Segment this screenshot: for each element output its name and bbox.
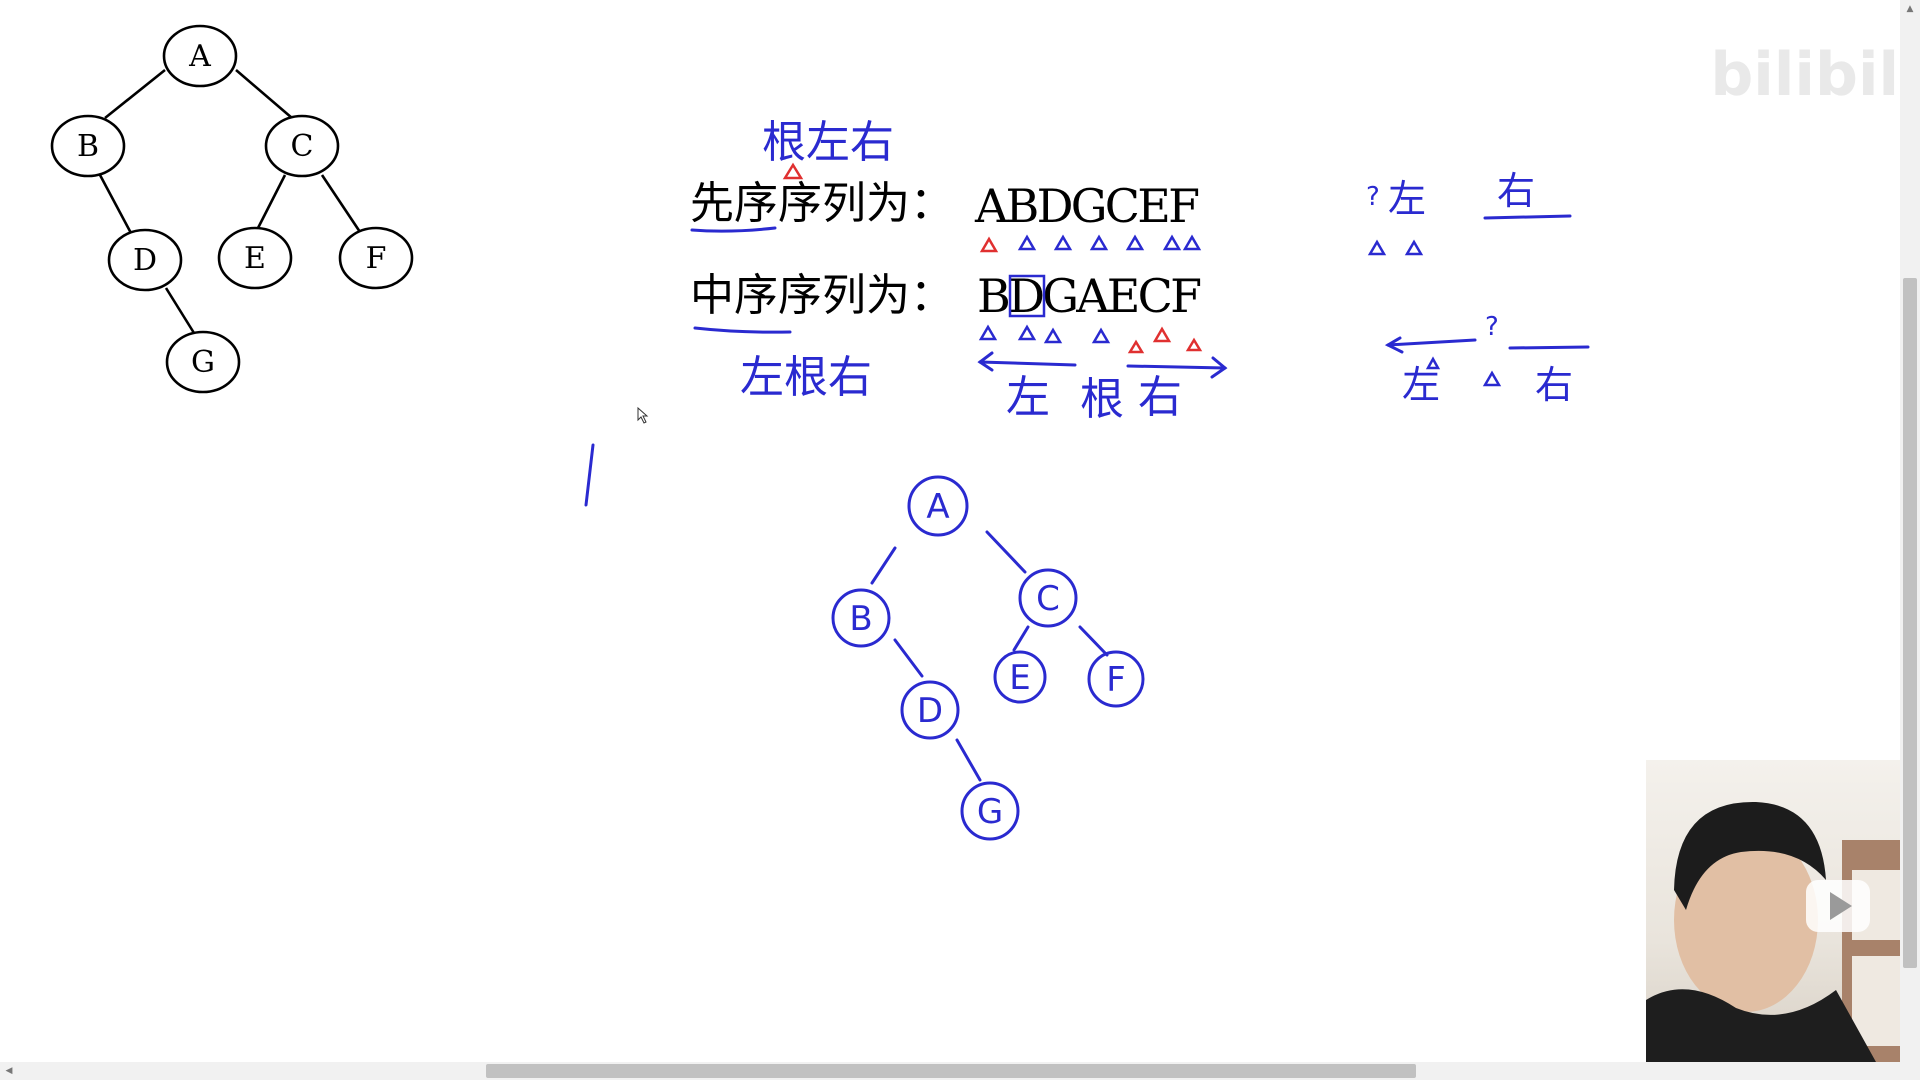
hand-node-g: G [960,781,1020,841]
edge-a-c [235,69,293,119]
hand-node-b: B [831,588,891,648]
horizontal-scrollbar[interactable]: ◀ [0,1062,1920,1080]
svg-text:D: D [917,691,943,731]
svg-text:C: C [291,129,314,164]
hand-node-a: A [907,475,969,537]
svg-text:E: E [244,241,266,276]
inorder-sequence: BDGAECF [977,269,1202,323]
presenter-jacket [1646,989,1876,1062]
presenter-face [1674,828,1818,1012]
arrow-right-head [1210,356,1228,379]
question-mark-2: ? [1485,312,1499,342]
blue-triangle-marks [978,234,1502,387]
note-right-line-1 [1483,214,1572,220]
mouse-cursor-icon [637,406,649,424]
arrow-left-head [977,351,994,372]
presenter-video [1646,801,1920,1062]
hand-node-f: F [1087,650,1145,708]
svg-text:A: A [188,39,211,74]
blue-pen-strokes [584,214,1590,507]
reference-tree [98,68,362,334]
handwritten-tree-edges [870,530,1109,782]
scroll-left-icon[interactable]: ◀ [5,1066,13,1076]
ref-node-c: C [264,114,340,178]
svg-text:G: G [977,792,1003,832]
note-row1-left: 左 [1388,177,1426,221]
note-left-arrow-line [1386,338,1477,347]
inorder-label-underline [693,326,792,334]
horizontal-scroll-thumb[interactable] [486,1064,1416,1078]
stray-pen-stroke [584,443,595,507]
ref-node-d: D [107,228,183,292]
split-right: 右 [1138,372,1182,423]
webcam-overlay [1646,760,1920,1062]
edge-a-b [104,68,166,120]
scroll-up-icon[interactable]: ▲ [1906,4,1914,14]
note-row1-right: 右 [1497,169,1535,213]
preorder-sequence: ABDGCEF [974,179,1200,233]
svg-text:F: F [366,241,387,276]
ref-node-b: B [50,114,126,178]
note-row2-right: 右 [1535,363,1573,407]
svg-text:C: C [1036,579,1060,619]
preorder-label-underline [690,226,777,233]
edge-c-f [320,174,362,233]
whiteboard-canvas: bilibili A B C D E F [50,24,1900,841]
edge-c-e [256,174,287,229]
svg-text:B: B [77,129,99,164]
hand-node-e: E [993,650,1047,704]
presenter-hair [1674,801,1826,910]
svg-text:E: E [1009,658,1030,698]
split-left: 左 [1006,372,1050,423]
preorder-label: 先序序列为： [690,178,954,229]
vertical-scroll-thumb[interactable] [1903,278,1917,968]
vertical-scrollbar[interactable]: ▲ [1900,0,1920,1062]
svg-text:F: F [1106,660,1126,700]
question-mark-1: ? [1366,182,1380,212]
note-right-line-2 [1508,345,1590,350]
svg-text:G: G [191,345,215,380]
ref-node-a: A [162,24,238,88]
svg-text:B: B [849,599,872,639]
note-row2-left: 左 [1402,363,1440,407]
ref-node-g: G [165,330,241,394]
svg-text:A: A [926,487,949,527]
inorder-note: 左根右 [740,352,872,403]
svg-text:D: D [133,243,157,278]
preorder-note: 根左右 [762,117,894,168]
ref-node-f: F [338,226,414,290]
split-root: 根 [1080,374,1124,425]
edge-d-g [164,287,196,334]
arrow-left-segment [978,360,1077,367]
ref-node-e: E [217,226,293,290]
edge-b-d [98,174,134,236]
arrow-right-segment [1126,364,1227,370]
bilibili-watermark: bilibili [1710,40,1900,110]
play-icon[interactable] [1806,880,1870,932]
whiteboard-svg: bilibili A B C D E F [50,24,1900,841]
red-triangle-marks [782,162,1203,354]
highlight-box-d [1008,274,1046,318]
hand-node-d: D [900,680,960,740]
hand-node-c: C [1018,568,1078,628]
note-left-arrow-head [1384,336,1404,354]
inorder-label: 中序序列为： [690,270,954,321]
